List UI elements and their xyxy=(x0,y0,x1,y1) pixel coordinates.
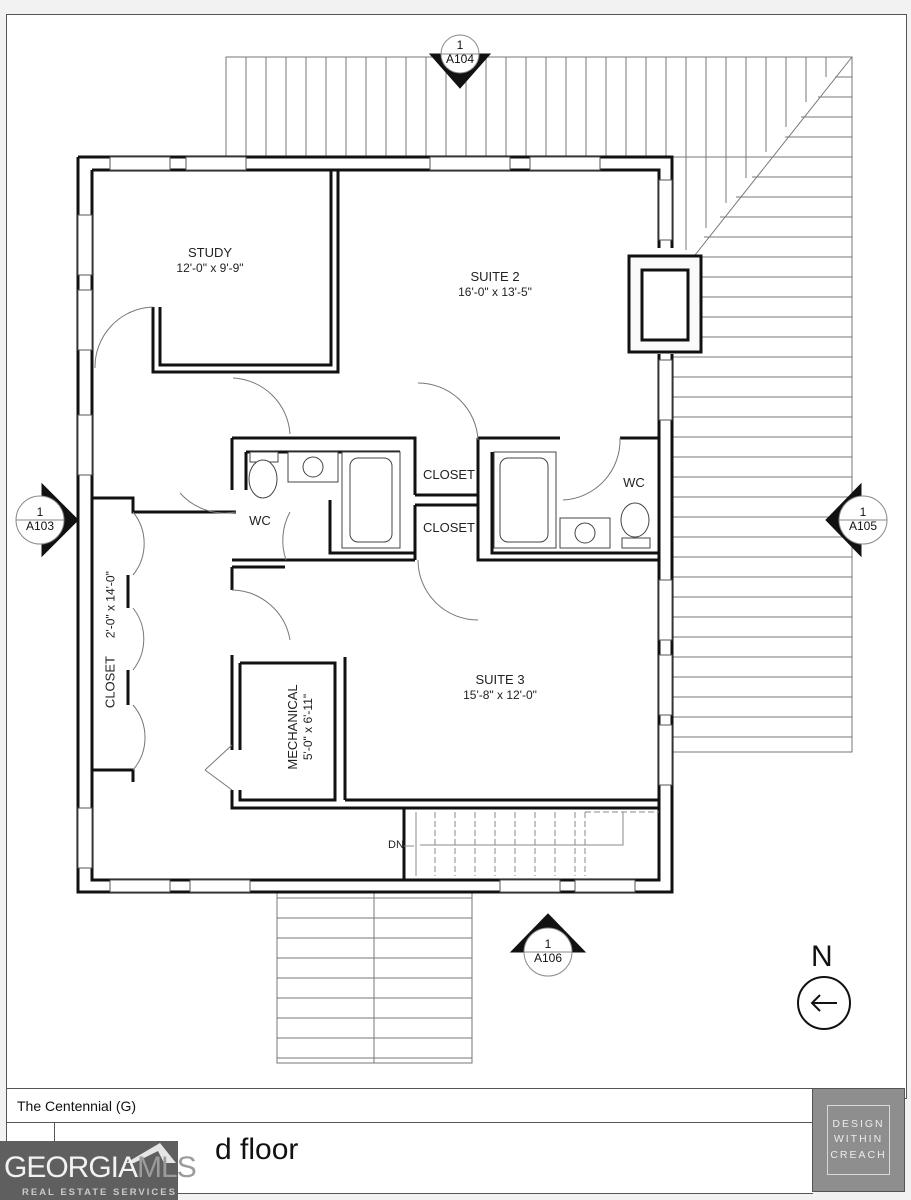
section-number: 1 xyxy=(36,505,44,519)
room-name: SUITE 2 xyxy=(470,269,520,284)
section-sheet: A106 xyxy=(533,951,563,965)
room-dimensions: 2'-0" x 14'-0" xyxy=(103,571,118,639)
georgia-mls-watermark: GEORGIAMLS REAL ESTATE SERVICES xyxy=(0,1141,197,1200)
watermark-main: GEORGIA xyxy=(4,1151,138,1184)
sheet-title: d floor xyxy=(215,1133,299,1166)
section-marker-bottom: 1 A106 xyxy=(528,937,568,965)
room-name: SUITE 3 xyxy=(475,672,525,687)
stairs xyxy=(404,811,659,876)
porch-hatch xyxy=(276,891,473,1064)
section-marker-left: 1 A103 xyxy=(20,505,60,533)
section-number: 1 xyxy=(456,38,464,52)
room-closet-hall: CLOSET 2'-0" x 14'-0" xyxy=(100,570,119,710)
roof-icon xyxy=(126,1143,176,1163)
windows xyxy=(77,156,673,893)
north-label: N xyxy=(811,940,833,973)
room-mechanical: MECHANICAL 5'-0" x 6'-11" xyxy=(285,657,315,797)
room-name: STUDY xyxy=(187,245,233,260)
stairs-down-label: DN xyxy=(388,839,404,851)
watermark-wordmark: GEORGIAMLS xyxy=(4,1151,197,1185)
logo-line: DESIGN xyxy=(832,1118,885,1131)
section-number: 1 xyxy=(544,937,552,951)
logo-line: WITHIN xyxy=(833,1133,884,1146)
section-marker-right: 1 A105 xyxy=(843,505,883,533)
logo-line: CREACH xyxy=(830,1148,887,1161)
north-arrow-symbol xyxy=(797,976,851,1030)
section-sheet: A103 xyxy=(25,519,55,533)
room-closet-upper: CLOSET xyxy=(422,467,475,482)
section-sheet: A104 xyxy=(445,52,475,66)
door-swings xyxy=(94,306,621,791)
room-suite-3: SUITE 3 15'-8" x 12'-0" xyxy=(430,672,570,702)
fixtures xyxy=(248,451,651,549)
room-name: CLOSET xyxy=(102,656,118,709)
design-within-creach-logo: DESIGN WITHIN CREACH xyxy=(812,1088,905,1192)
project-name: The Centennial (G) xyxy=(7,1089,813,1123)
section-marker-shapes xyxy=(15,34,888,977)
chimney xyxy=(627,254,703,354)
watermark-accent: MLS xyxy=(137,1151,197,1184)
watermark-tagline: REAL ESTATE SERVICES xyxy=(22,1187,177,1198)
room-wc-left: WC xyxy=(249,513,271,528)
room-closet-lower: CLOSET xyxy=(422,520,475,535)
room-study: STUDY 12'-0" x 9'-9" xyxy=(150,245,270,275)
room-dimensions: 15'-8" x 12'-0" xyxy=(463,687,537,702)
room-wc-right: WC xyxy=(623,475,645,490)
room-suite-2: SUITE 2 16'-0" x 13'-5" xyxy=(425,269,565,299)
section-sheet: A105 xyxy=(848,519,878,533)
room-dimensions: 5'-0" x 6'-11" xyxy=(300,693,315,761)
room-dimensions: 16'-0" x 13'-5" xyxy=(458,284,532,299)
room-dimensions: 12'-0" x 9'-9" xyxy=(176,260,244,275)
room-name: MECHANICAL xyxy=(285,684,301,770)
section-number: 1 xyxy=(859,505,867,519)
section-marker-top: 1 A104 xyxy=(441,38,479,66)
